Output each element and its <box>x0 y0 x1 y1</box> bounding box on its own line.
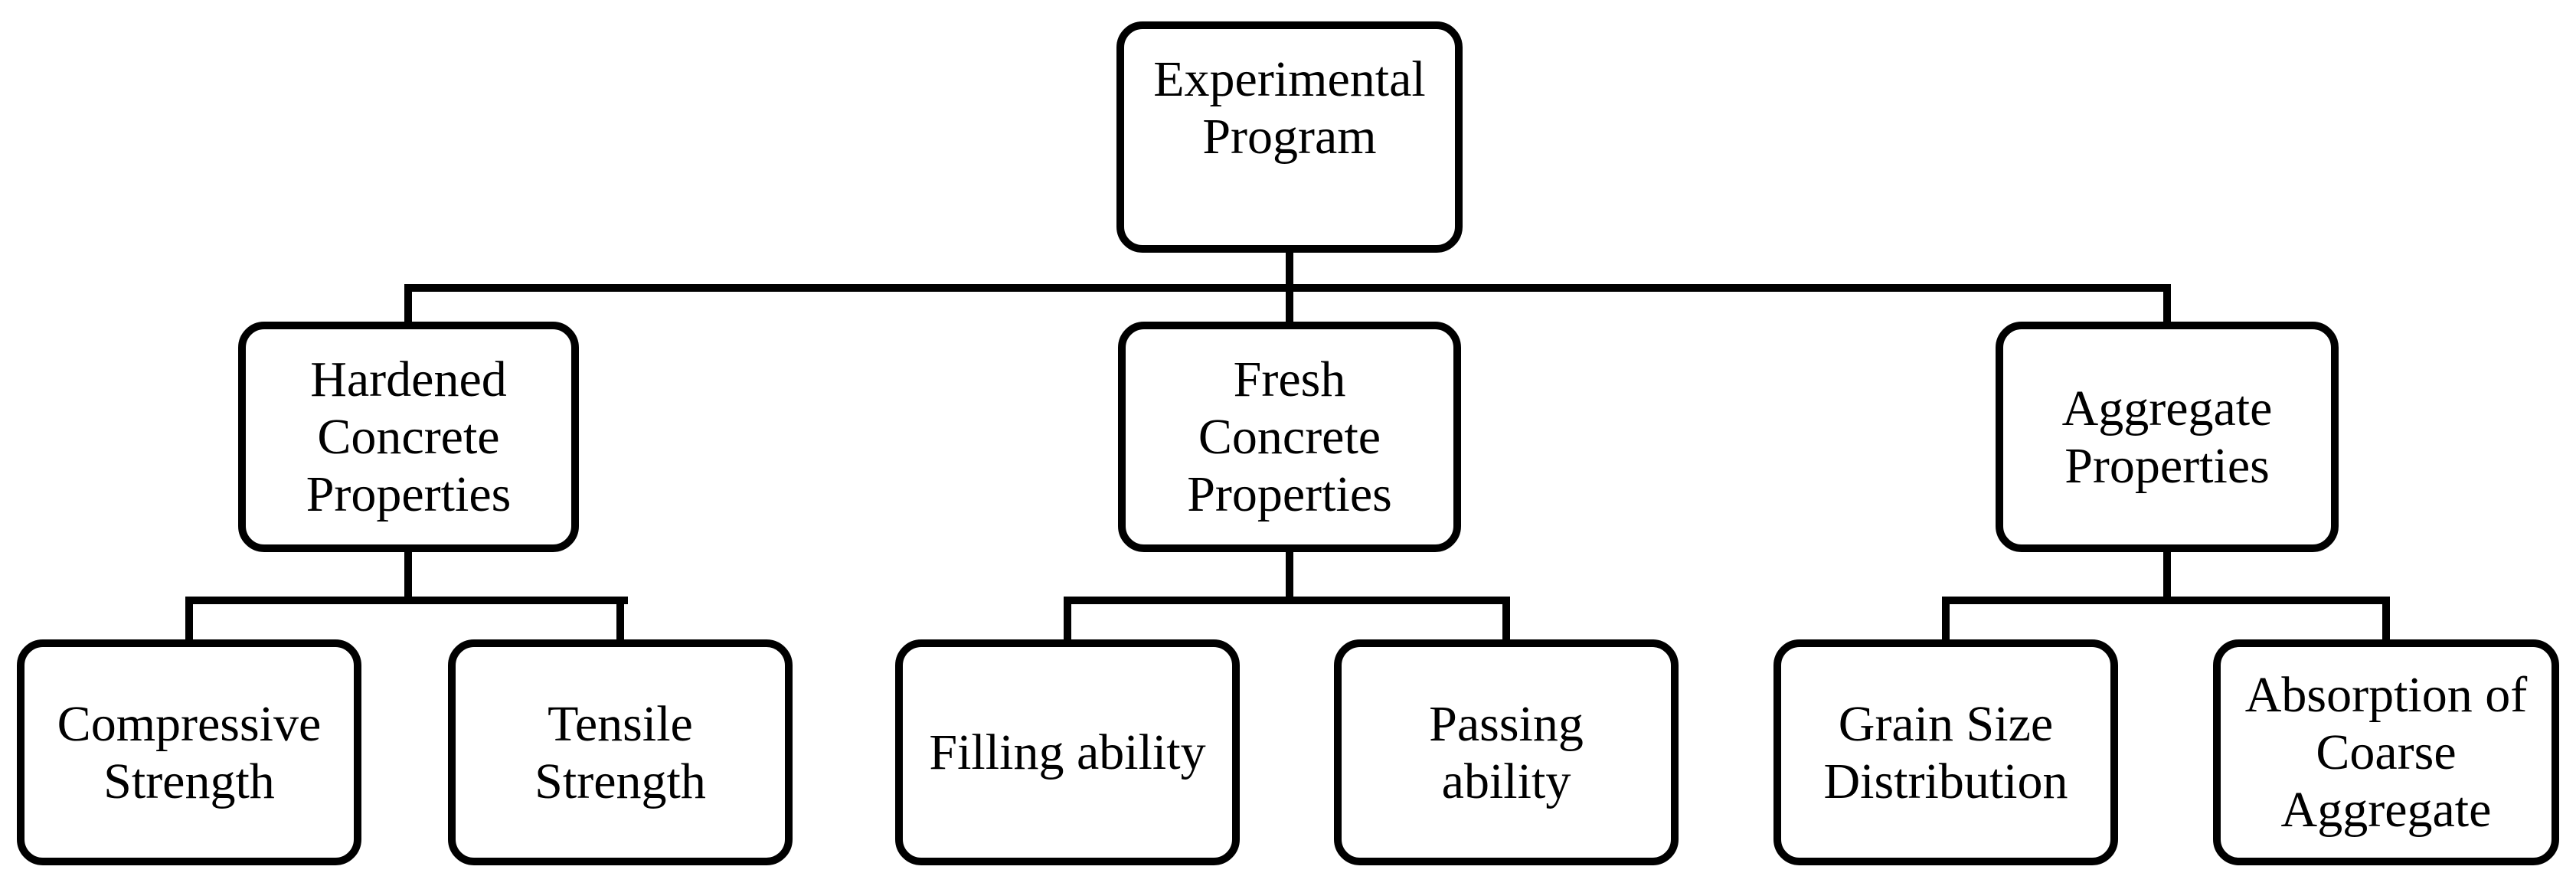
node-experimental-program: Experimental Program <box>1116 21 1463 253</box>
node-compressive-strength-label: Compressive Strength <box>57 695 322 809</box>
connector-fresh-hbar <box>1064 597 1510 604</box>
node-filling-ability: Filling ability <box>895 639 1240 865</box>
node-tensile-strength: Tensile Strength <box>448 639 793 865</box>
node-fresh-concrete-properties: Fresh Concrete Properties <box>1118 322 1461 552</box>
node-aggregate-properties: Aggregate Properties <box>1996 322 2339 552</box>
connector-aggregate-stem <box>2163 545 2171 604</box>
node-filling-ability-label: Filling ability <box>929 724 1206 780</box>
node-hardened-concrete-properties: Hardened Concrete Properties <box>238 322 579 552</box>
node-absorption-coarse-aggregate-label: Absorption of Coarse Aggregate <box>2244 667 2528 838</box>
connector-grain-drop <box>1942 597 1950 644</box>
node-compressive-strength: Compressive Strength <box>17 639 361 865</box>
connector-tensile-drop <box>616 597 624 644</box>
connector-passing-drop <box>1502 597 1510 644</box>
connector-hardened-stem <box>404 545 412 604</box>
node-tensile-strength-label: Tensile Strength <box>534 695 706 809</box>
connector-aggregate-hbar <box>1942 597 2390 604</box>
connector-hardened-hbar <box>185 597 628 604</box>
connector-compressive-drop <box>185 597 193 644</box>
connector-hardened-drop <box>404 284 412 326</box>
node-passing-ability: Passing ability <box>1334 639 1679 865</box>
node-grain-size-distribution-label: Grain Size Distribution <box>1823 695 2068 809</box>
connector-aggregate-drop <box>2163 284 2171 326</box>
node-hardened-concrete-properties-label: Hardened Concrete Properties <box>306 351 512 522</box>
connector-absorption-drop <box>2382 597 2390 644</box>
node-experimental-program-label: Experimental Program <box>1153 51 1426 165</box>
node-grain-size-distribution: Grain Size Distribution <box>1773 639 2118 865</box>
connector-fresh-stem <box>1286 545 1293 604</box>
node-fresh-concrete-properties-label: Fresh Concrete Properties <box>1187 351 1392 522</box>
connector-level1-hbar <box>404 284 2171 292</box>
node-aggregate-properties-label: Aggregate Properties <box>2061 380 2273 494</box>
connector-filling-drop <box>1064 597 1071 644</box>
node-passing-ability-label: Passing ability <box>1429 695 1584 809</box>
node-absorption-coarse-aggregate: Absorption of Coarse Aggregate <box>2213 639 2559 865</box>
